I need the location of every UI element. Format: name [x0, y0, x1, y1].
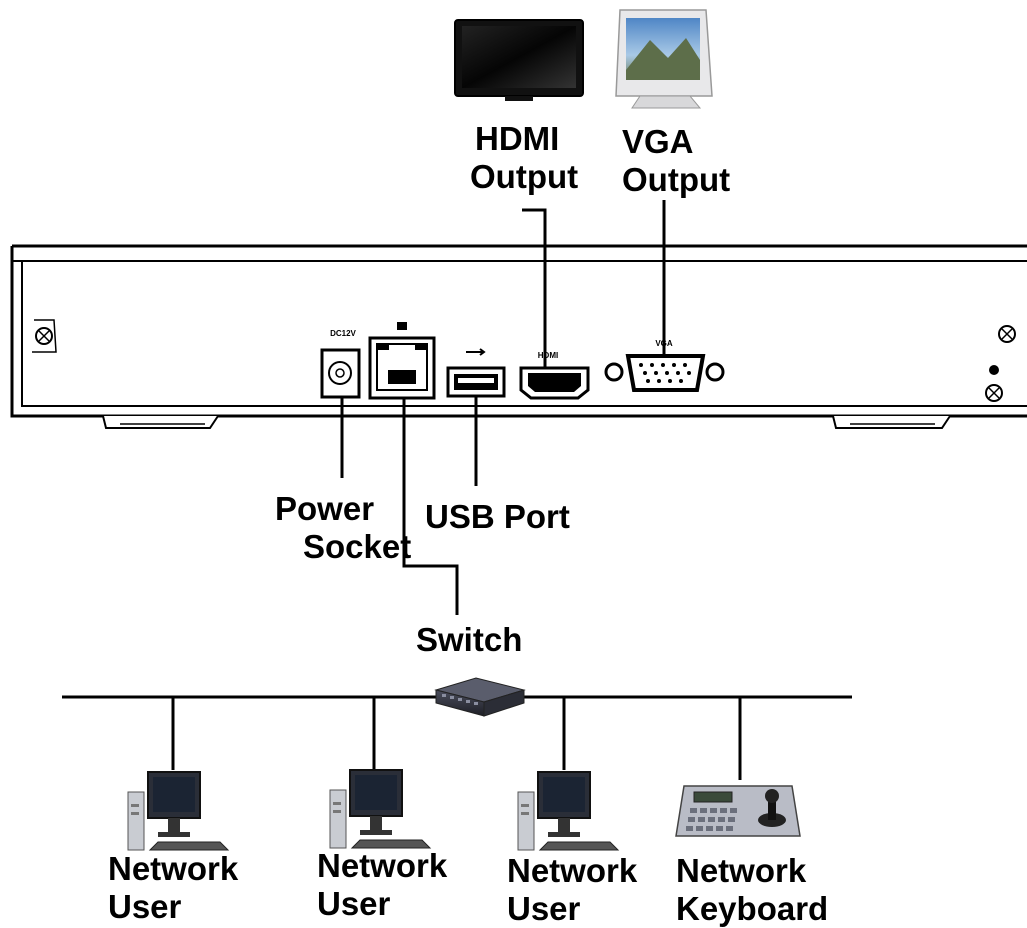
desktop-pc-icon [127, 771, 229, 851]
ethernet-port-icon [368, 322, 436, 400]
ptz-keyboard-icon [675, 785, 801, 837]
power-socket-label: Power Socket [275, 490, 412, 565]
hdmi-output-label: HDMI Output [470, 120, 579, 195]
vga-marking: VGA [655, 339, 673, 348]
usb-port-icon [446, 348, 506, 398]
hdmi-port-icon: HDMI [519, 351, 590, 400]
network-user-label: Network User [507, 852, 638, 927]
network-user-label: Network User [108, 850, 239, 925]
network-user-label: Network User [317, 847, 448, 922]
desktop-pc-icon [329, 769, 431, 849]
switch-label: Switch [416, 621, 523, 658]
hdmi-marking: HDMI [538, 351, 558, 360]
usb-port-label: USB Port [425, 498, 570, 535]
nvr-rear-panel [10, 244, 1027, 429]
power-socket-icon: DC12V [320, 329, 361, 399]
network-keyboard-label: Network Keyboard [676, 852, 829, 927]
crt-monitor-icon [615, 9, 713, 109]
vga-port-icon: VGA [604, 339, 725, 392]
tv-icon [454, 19, 584, 101]
network-switch-icon [434, 677, 526, 717]
power-marking: DC12V [330, 329, 356, 338]
vga-output-label: VGA Output [622, 123, 731, 198]
desktop-pc-icon [517, 771, 619, 851]
